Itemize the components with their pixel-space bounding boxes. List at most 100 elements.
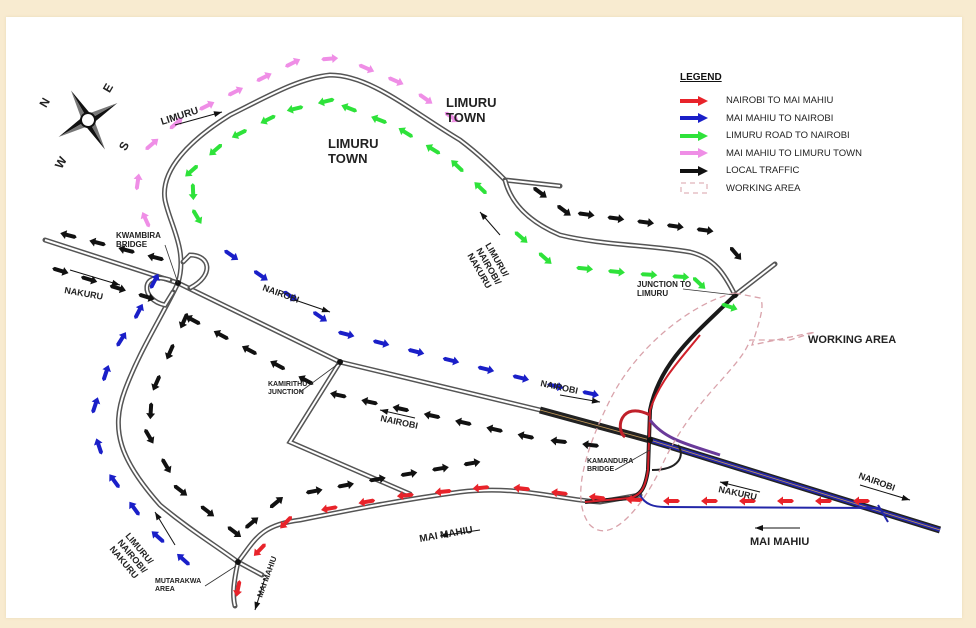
direction-arrowhead	[155, 512, 162, 521]
traffic-arrow	[368, 474, 386, 484]
traffic-arrow	[551, 488, 568, 498]
traffic-arrow	[129, 501, 140, 516]
traffic-arrow	[341, 103, 358, 113]
mai-mahiu-label-east-line: MAI MAHIU	[750, 536, 809, 548]
road-center-kam	[288, 361, 411, 495]
legend-label: NAIROBI TO MAI MAHIU	[726, 95, 834, 107]
traffic-arrow	[550, 436, 568, 446]
traffic-arrow	[576, 264, 594, 274]
road-center-main	[44, 239, 541, 411]
road-limuru	[161, 72, 563, 286]
service-road	[639, 494, 881, 509]
traffic-arrow	[398, 127, 413, 138]
traffic-arrow	[400, 468, 418, 478]
limuru-town-label-line: LIMURU	[328, 136, 379, 151]
traffic-arrow	[392, 403, 410, 413]
slip-road	[648, 419, 721, 457]
traffic-arrow	[138, 293, 155, 302]
traffic-arrow	[582, 440, 600, 450]
arrow-icon	[680, 148, 708, 159]
traffic-arrow	[60, 230, 77, 240]
roads	[42, 72, 942, 609]
traffic-arrow	[145, 138, 159, 150]
traffic-arrow	[425, 144, 441, 155]
traffic-arrow	[418, 93, 433, 104]
mai-mahiu-label-south-line: MAI MAHIU	[255, 555, 278, 599]
junction-node	[337, 359, 343, 365]
traffic-arrow	[109, 284, 126, 294]
traffic-arrow	[146, 402, 156, 420]
nairobi-label-3: NAIROBI	[857, 470, 896, 492]
direction-pointer	[69, 269, 121, 286]
traffic-arrow	[423, 410, 441, 420]
traffic-arrow	[188, 183, 198, 201]
traffic-arrow	[442, 356, 460, 366]
traffic-arrow	[89, 237, 106, 247]
nairobi-label-2-line: NAIROBI	[540, 378, 579, 396]
traffic-arrow	[434, 487, 452, 497]
arrow-icon	[680, 95, 708, 106]
legend-item: NAIROBI TO MAI MAHIU	[680, 92, 920, 110]
nairobi-label: NAIROBI	[261, 282, 300, 304]
compass-e: E	[100, 81, 116, 95]
traffic-arrow	[472, 483, 490, 493]
direction-arrowhead	[440, 531, 449, 538]
mutarakwa-area-label-line: MUTARAKWA	[155, 578, 201, 585]
junction-node	[235, 559, 241, 565]
traffic-arrow	[253, 543, 266, 556]
nairobi-label-west: NAIROBI	[380, 413, 419, 431]
direction-arrowhead	[901, 494, 910, 501]
traffic-arrow	[93, 438, 103, 455]
traffic-arrow	[298, 375, 314, 386]
limuru-nairobi-nakuru-label-2: LIMURU/NAIROBI/NAKURU	[108, 531, 158, 582]
traffic-arrow	[337, 480, 354, 490]
traffic-arrow	[321, 504, 338, 514]
traffic-arrow	[283, 290, 298, 302]
compass-w: W	[52, 154, 70, 171]
leader-line	[614, 449, 651, 471]
limuru-nairobi-nakuru-label: LIMURU/NAIROBI/NAKURU	[465, 241, 512, 292]
junction-node	[647, 437, 653, 443]
ramp-red	[584, 334, 701, 503]
traffic-arrow	[361, 396, 378, 406]
legend-label: LIMURU ROAD TO NAIROBI	[726, 130, 850, 142]
traffic-arrow	[116, 332, 127, 347]
kamirithu-junction-label-line: KAMIRITHU	[268, 381, 307, 388]
traffic-arrow	[640, 270, 658, 280]
kamandura-bridge-label-line: BRIDGE	[587, 466, 615, 473]
traffic-arrow	[269, 497, 284, 509]
traffic-arrows	[52, 54, 870, 597]
traffic-arrow	[285, 57, 301, 68]
arrow-icon	[680, 130, 708, 141]
legend-item: MAI MAHIU TO NAIROBI	[680, 110, 920, 128]
leader-line	[164, 244, 179, 284]
traffic-arrow	[185, 165, 198, 177]
leader-line	[682, 288, 736, 296]
traffic-arrow	[177, 553, 190, 566]
traffic-arrow	[608, 267, 625, 277]
loop-ramp-2	[651, 444, 682, 471]
traffic-arrow	[486, 424, 503, 434]
limuru-town-label-2-line: TOWN	[446, 110, 485, 125]
traffic-arrow	[147, 252, 164, 262]
traffic-arrow	[161, 458, 172, 474]
traffic-arrow	[253, 270, 268, 281]
traffic-arrow	[256, 72, 272, 83]
traffic-arrow	[387, 76, 404, 87]
traffic-arrow	[149, 273, 160, 289]
direction-arrowhead	[254, 601, 261, 610]
road-center-south	[237, 489, 641, 563]
legend-label: LOCAL TRAFFIC	[726, 165, 800, 177]
direction-pointer	[859, 484, 911, 501]
traffic-arrow	[199, 100, 215, 111]
limuru-label-line: LIMURU	[160, 105, 200, 127]
traffic-arrow	[777, 496, 794, 506]
legend-title: LEGEND	[680, 72, 722, 83]
dashed-box-icon	[680, 182, 708, 194]
traffic-arrow	[637, 218, 655, 228]
traffic-arrow	[151, 531, 165, 543]
working-area-label: WORKING AREA	[808, 334, 896, 346]
